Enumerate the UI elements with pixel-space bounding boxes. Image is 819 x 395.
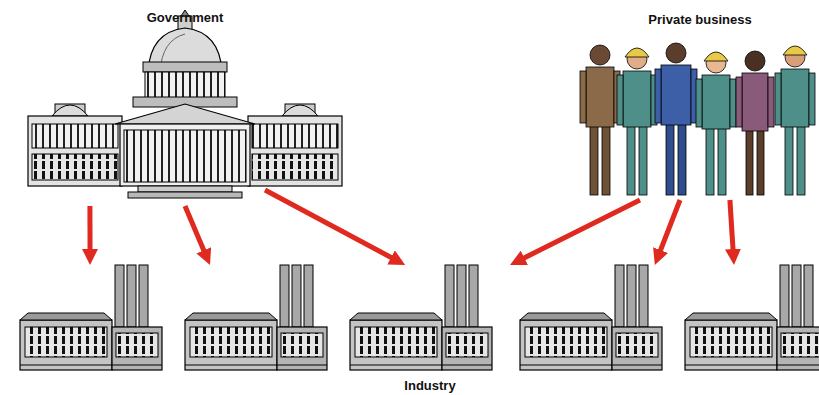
capitol-building [28, 10, 342, 198]
factory-row [20, 265, 819, 370]
government-node: Government [25, 6, 345, 206]
private-business-node: Private business [585, 8, 815, 200]
industry-node: Industry [30, 265, 819, 393]
node-label: Government [25, 10, 345, 25]
flow-arrow [87, 206, 92, 257]
flow-arrow [185, 206, 207, 258]
flow-arrow [730, 200, 734, 257]
flow-arrow [265, 190, 398, 261]
flow-arrow [658, 200, 680, 258]
node-label: Industry [30, 378, 819, 393]
business-people [580, 43, 815, 195]
node-label: Private business [585, 12, 815, 27]
flow-arrow [517, 200, 640, 261]
